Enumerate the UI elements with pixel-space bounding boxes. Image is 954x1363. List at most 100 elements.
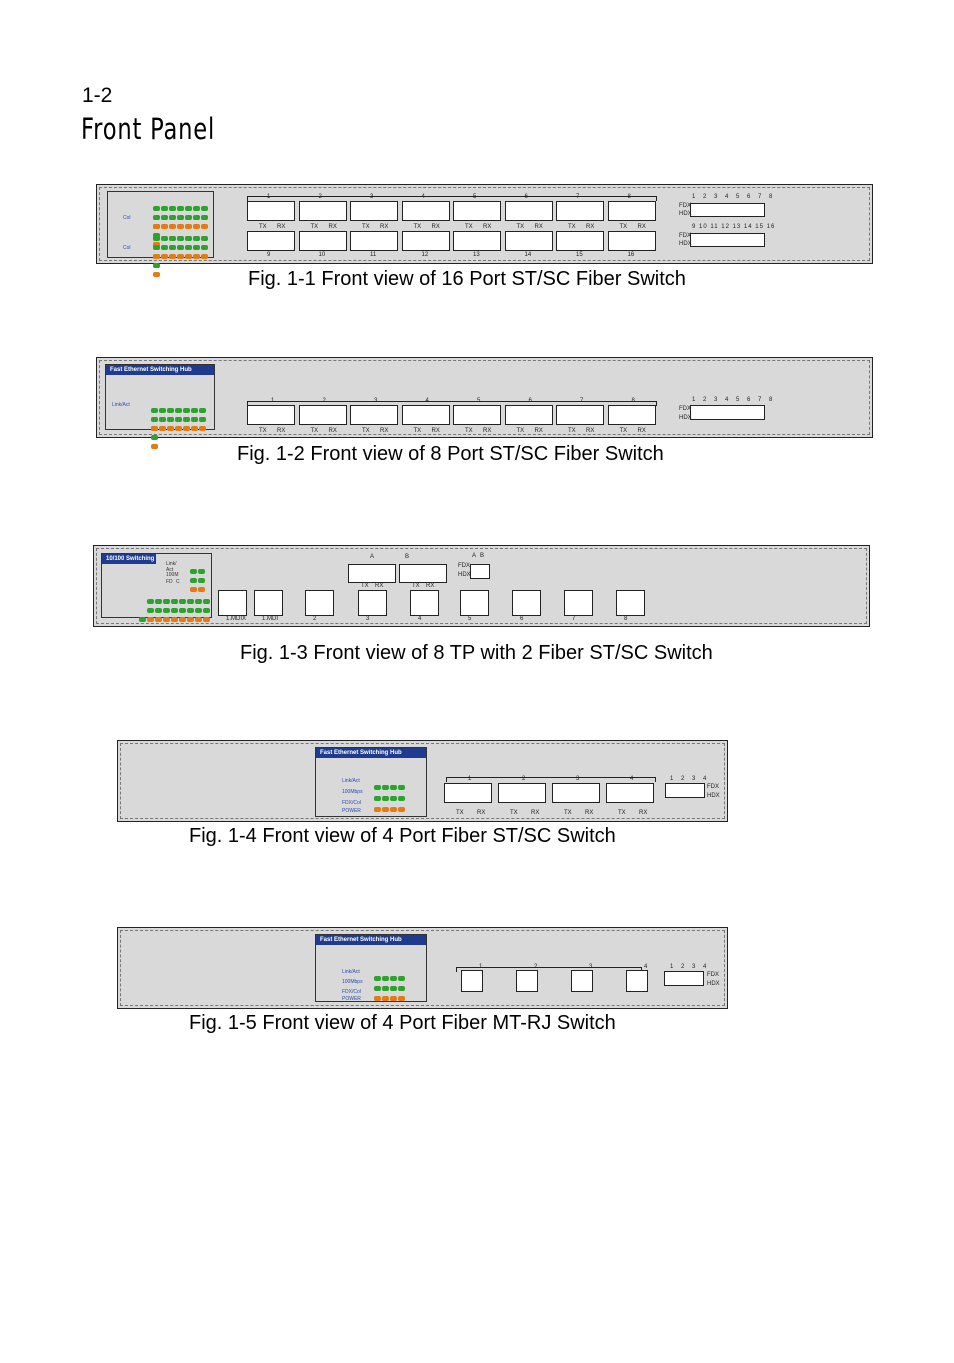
port-number: 1	[468, 776, 472, 782]
fdx-label: FDX	[458, 563, 470, 569]
fiber-port[interactable]	[556, 231, 604, 251]
port-number: 5	[477, 398, 481, 404]
fiber-port[interactable]	[401, 231, 450, 251]
fiber-port[interactable]	[453, 201, 501, 221]
port-number: 7	[580, 398, 584, 404]
tp-port-label: 5	[468, 616, 472, 622]
tx-label: TX	[568, 224, 576, 230]
fiber-port[interactable]	[556, 405, 604, 425]
fiber-port[interactable]	[453, 405, 501, 425]
port-number: 10	[318, 252, 326, 258]
fiber-port[interactable]	[504, 231, 553, 251]
fiber-port[interactable]	[401, 201, 450, 221]
port-number: 14	[524, 252, 532, 258]
fiber-port[interactable]	[401, 405, 450, 425]
tp-port[interactable]	[305, 590, 334, 616]
rx-label: RX	[328, 428, 337, 434]
port-number: 1	[267, 194, 271, 200]
fdx-label: FDX	[679, 406, 691, 412]
figure-caption: Fig. 1-5 Front view of 4 Port Fiber MT-R…	[189, 1012, 616, 1034]
led-label: Link/Act	[112, 402, 130, 408]
fiber-port[interactable]	[350, 201, 398, 221]
dip-switch-bottom[interactable]	[690, 233, 765, 247]
fiber-port[interactable]	[556, 201, 604, 221]
port-number: 5	[473, 194, 477, 200]
mtrj-port[interactable]	[516, 970, 538, 992]
tx-label: TX	[259, 428, 267, 434]
figure-caption: Fig. 1-2 Front view of 8 Port ST/SC Fibe…	[237, 443, 664, 465]
tp-port[interactable]	[564, 590, 593, 616]
fiber-port-b[interactable]	[399, 564, 447, 583]
rx-label: RX	[277, 224, 286, 230]
rx-label: RX	[380, 224, 389, 230]
rx-label: RX	[483, 224, 492, 230]
dip-labels-top: 1 2 3 4 5 6 7 8	[692, 194, 776, 200]
dip-labels: 1 2 3 4	[670, 776, 710, 782]
tp-port[interactable]	[358, 590, 387, 616]
led-panel: Col Col	[107, 191, 214, 277]
fiber-port[interactable]	[247, 201, 295, 221]
mtrj-port[interactable]	[461, 970, 483, 992]
mtrj-port[interactable]	[571, 970, 593, 992]
panel-header: Fast Ethernet Switching Hub	[316, 935, 426, 945]
dip-switch-top[interactable]	[690, 203, 765, 217]
tp-port[interactable]	[254, 590, 283, 616]
dip-switch[interactable]	[470, 564, 490, 579]
rx-label: RX	[586, 224, 595, 230]
fiber-port[interactable]	[606, 783, 654, 803]
dip-switch[interactable]	[690, 405, 765, 420]
fiber-port[interactable]	[504, 405, 553, 425]
fiber-port[interactable]	[552, 783, 600, 803]
tx-label: TX	[618, 810, 626, 816]
tx-label: TX	[259, 224, 267, 230]
hdx-label: HDX	[707, 981, 720, 987]
port-number: 3	[589, 964, 593, 970]
tx-label: TX	[619, 224, 628, 230]
port-number: 3	[370, 194, 374, 200]
fiber-port[interactable]	[298, 405, 347, 425]
tp-port[interactable]	[410, 590, 439, 616]
tp-port[interactable]	[218, 590, 247, 616]
fiber-port[interactable]	[247, 405, 295, 425]
tp-port[interactable]	[460, 590, 489, 616]
mtrj-port[interactable]	[626, 970, 648, 992]
fiber-port[interactable]	[298, 231, 347, 251]
tp-port-label: 3	[366, 616, 370, 622]
port-number: 16	[627, 252, 635, 258]
tp-port[interactable]	[512, 590, 541, 616]
fdx-label: FDX	[707, 972, 719, 978]
fiber-port[interactable]	[350, 405, 398, 425]
panel-8tp-2fiber-switch: 10/100 Switching Link/ Act 100M FD C A B…	[93, 545, 870, 627]
fiber-port[interactable]	[247, 231, 295, 251]
tp-port[interactable]	[616, 590, 645, 616]
fiber-port[interactable]	[350, 231, 398, 251]
fiber-port[interactable]	[607, 405, 656, 425]
figure-caption: Fig. 1-1 Front view of 16 Port ST/SC Fib…	[248, 268, 686, 290]
tp-port-label: 1.MDI	[262, 616, 279, 622]
fiber-port[interactable]	[453, 231, 501, 251]
fiber-port[interactable]	[504, 201, 553, 221]
fiber-port-a[interactable]	[348, 564, 396, 583]
tp-port-label: 4	[418, 616, 422, 622]
fdx-label: FDX	[707, 784, 719, 790]
port-number: 15	[576, 252, 583, 258]
tp-port-label: 8	[624, 616, 628, 622]
fiber-port[interactable]	[498, 783, 546, 803]
tp-port-label: 6	[520, 616, 524, 622]
tx-label: TX	[362, 224, 370, 230]
dip-switch[interactable]	[665, 783, 705, 798]
port-number: 4	[421, 194, 425, 200]
tx-label: TX	[516, 428, 525, 434]
fiber-port[interactable]	[444, 783, 492, 803]
panel-header: Fast Ethernet Switching Hub	[316, 748, 426, 758]
hdx-label: HDX	[458, 572, 471, 578]
tx-label: TX	[413, 224, 422, 230]
dip-switch[interactable]	[664, 971, 704, 986]
fiber-port[interactable]	[298, 201, 347, 221]
port-number: 1	[271, 398, 275, 404]
fiber-port[interactable]	[607, 231, 656, 251]
led-panel: 10/100 Switching Link/ Act 100M FD C	[101, 553, 212, 622]
tx-label: TX	[310, 428, 319, 434]
led-panel: Fast Ethernet Switching Hub Link/Act	[105, 364, 215, 449]
fiber-port[interactable]	[607, 201, 656, 221]
